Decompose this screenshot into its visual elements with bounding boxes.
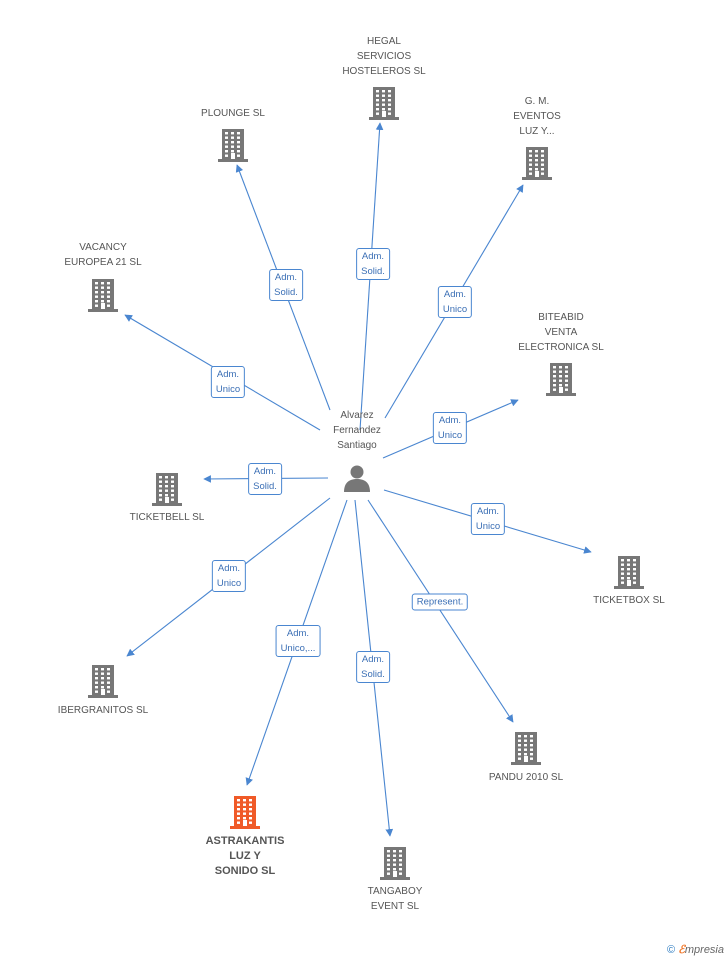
relation-label: Adm.Unico xyxy=(210,366,246,398)
relation-label: Adm.Unico xyxy=(470,503,506,535)
building-icon[interactable] xyxy=(613,555,645,589)
company-label[interactable]: IBERGRANITOS SL xyxy=(57,705,149,716)
building-icon[interactable] xyxy=(510,731,542,765)
relation-label: Adm.Solid. xyxy=(248,463,282,495)
relation-label: Adm.Unico,... xyxy=(275,625,321,657)
empresia-logo-initial: ℰ xyxy=(678,943,685,956)
company-label[interactable]: TICKETBOX SL xyxy=(593,595,665,606)
building-icon[interactable] xyxy=(379,846,411,880)
footer-brand[interactable]: © ℰmpresia xyxy=(667,943,724,956)
company-label[interactable]: PANDU 2010 SL xyxy=(488,772,564,783)
building-icon[interactable] xyxy=(87,664,119,698)
relation-label: Represent. xyxy=(411,593,469,611)
building-icon[interactable] xyxy=(229,795,261,829)
person-icon[interactable] xyxy=(342,463,372,493)
relation-label: Adm.Unico xyxy=(211,560,247,592)
building-icon[interactable] xyxy=(368,86,400,120)
company-label[interactable]: PLOUNGE SL xyxy=(201,108,265,119)
relation-label: Adm.Solid. xyxy=(356,651,390,683)
building-icon[interactable] xyxy=(217,128,249,162)
relation-label: Adm.Unico xyxy=(432,412,468,444)
copyright-icon: © xyxy=(667,944,676,956)
building-icon[interactable] xyxy=(545,362,577,396)
empresia-logo-text: mpresia xyxy=(684,944,724,956)
building-icon[interactable] xyxy=(87,278,119,312)
building-icon[interactable] xyxy=(151,472,183,506)
building-icon[interactable] xyxy=(521,146,553,180)
relation-label: Adm.Unico xyxy=(437,286,473,318)
company-label[interactable]: TICKETBELL SL xyxy=(129,512,205,523)
relation-edge xyxy=(367,499,514,723)
relation-label: Adm.Solid. xyxy=(356,248,390,280)
relation-label: Adm.Solid. xyxy=(269,269,303,301)
